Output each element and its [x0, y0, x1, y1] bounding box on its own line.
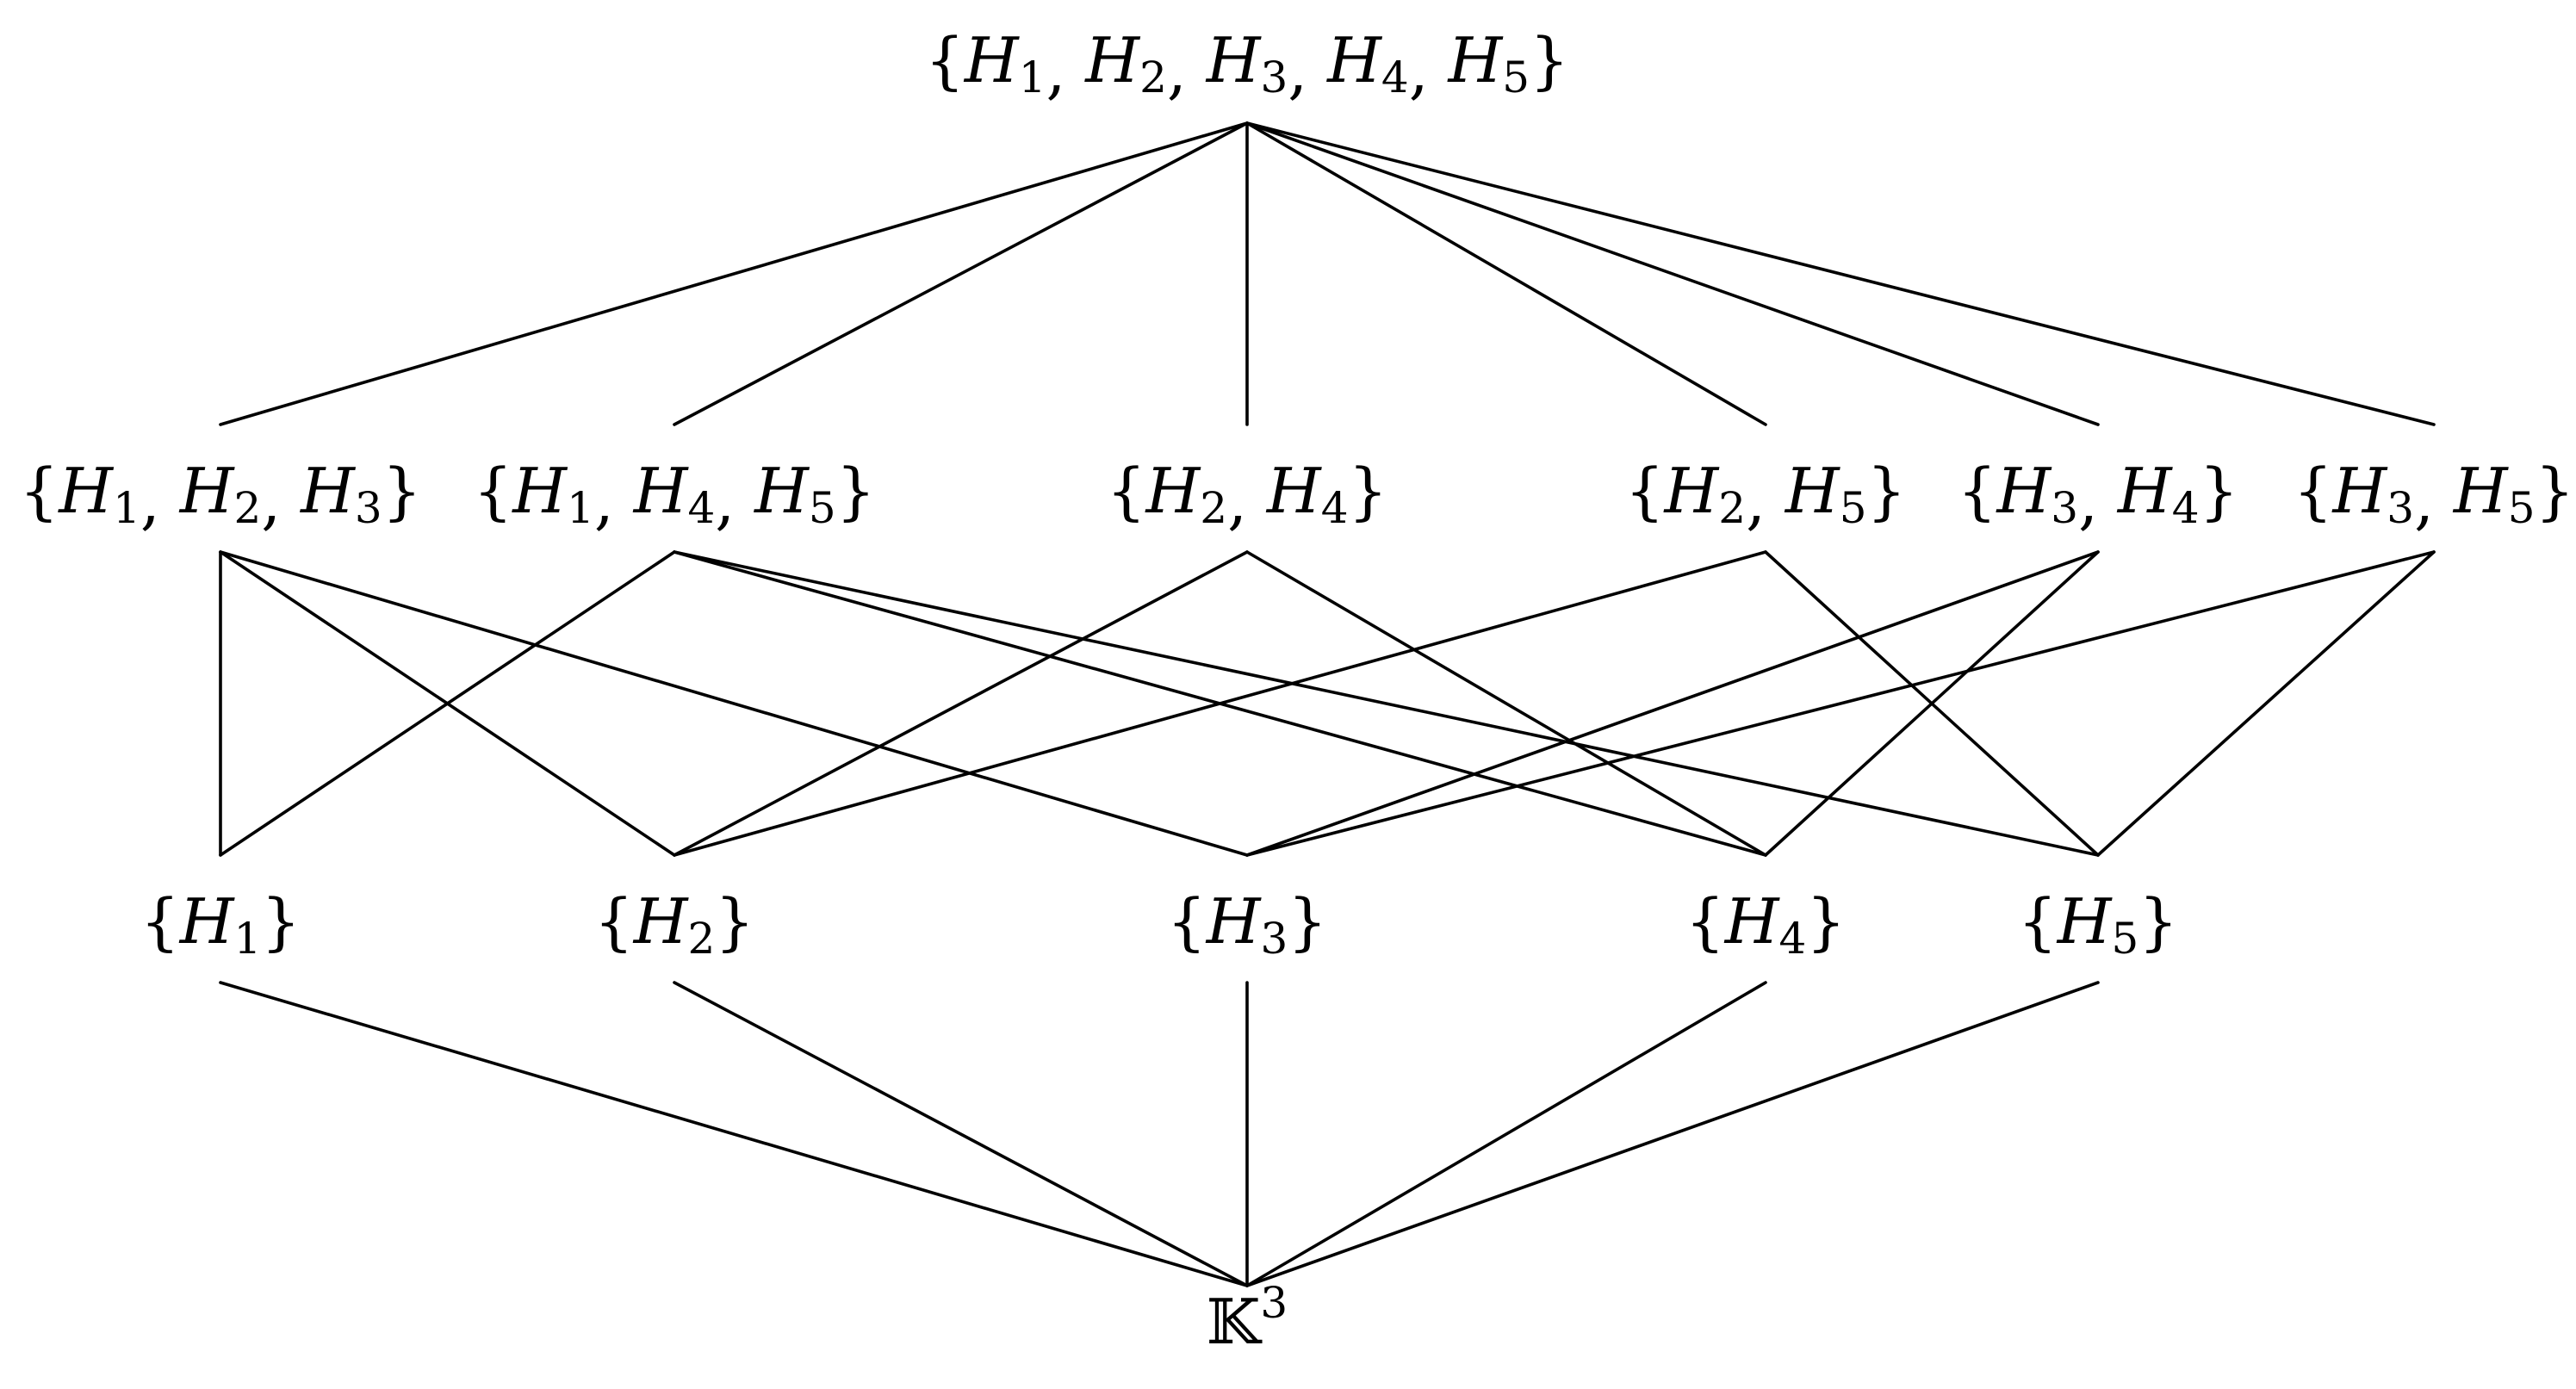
node-label-r1-h2: {H2} — [594, 885, 754, 964]
edge-r2-h2h4-to-r1-h2 — [673, 550, 1249, 857]
node-label-bottom: 𝕂3 — [1207, 1278, 1288, 1358]
edge-r1-h2-to-bottom — [673, 981, 1249, 1287]
node-label-r2-h2h4: {H2, H4} — [1107, 455, 1388, 537]
node-label-r1-h4: {H4} — [1685, 885, 1846, 964]
lattice-labels: {H1, H2, H3, H4, H5} {H1, H2, H3} {H1, H4,… — [19, 24, 2574, 1358]
edge-r2-h3h4-to-r1-h3 — [1245, 550, 2100, 857]
node-label-r2-h1h2h3: {H1, H2, H3} — [19, 455, 421, 537]
edge-r2-h2h4-to-r1-h4 — [1245, 550, 1767, 857]
edge-r2-h3h5-to-r1-h3 — [1245, 550, 2436, 857]
edge-top-to-r2-h3h5 — [1245, 121, 2436, 426]
edge-r1-h1-to-bottom — [219, 981, 1249, 1287]
node-label-r2-h2h5: {H2, H5} — [1625, 455, 1907, 537]
node-label-r2-h3h4: {H3, H4} — [1958, 455, 2239, 537]
edge-r2-h3h5-to-r1-h5 — [2096, 550, 2436, 857]
node-label-r2-h3h5: {H3, H5} — [2294, 455, 2575, 537]
edge-r2-h1h4h5-to-r1-h5 — [673, 550, 2100, 857]
edge-r1-h5-to-bottom — [1245, 981, 2100, 1287]
node-label-r2-h1h4h5: {H1, H4, H5} — [473, 455, 875, 537]
lattice-edges — [219, 121, 2436, 1287]
edge-top-to-r2-h3h4 — [1245, 121, 2100, 426]
edge-r1-h4-to-bottom — [1245, 981, 1767, 1287]
edge-r2-h1h4h5-to-r1-h1 — [219, 550, 676, 857]
node-label-r1-h3: {H3} — [1167, 885, 1327, 964]
edge-r2-h3h4-to-r1-h4 — [1764, 550, 2100, 857]
edge-r2-h2h5-to-r1-h2 — [673, 550, 1767, 857]
edge-top-to-r2-h1h4h5 — [673, 121, 1249, 426]
edge-r2-h1h2h3-to-r1-h3 — [219, 550, 1249, 857]
node-label-r1-h5: {H5} — [2018, 885, 2178, 964]
node-label-top: {H1, H2, H3, H4, H5} — [925, 24, 1569, 107]
node-label-r1-h1: {H1} — [140, 885, 301, 964]
edge-top-to-r2-h1h2h3 — [219, 121, 1249, 426]
edge-top-to-r2-h2h5 — [1245, 121, 1767, 426]
